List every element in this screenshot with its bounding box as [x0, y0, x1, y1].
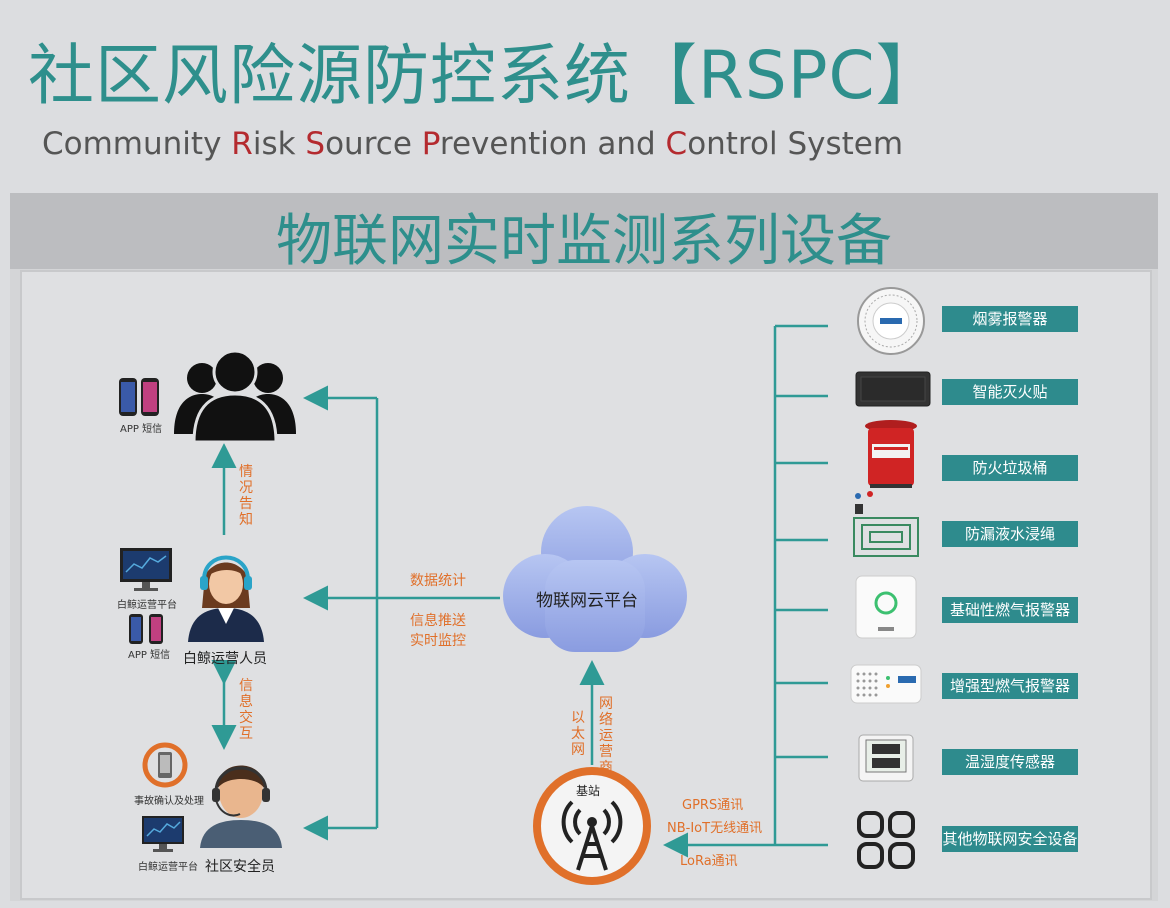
other-devices-icon — [857, 811, 915, 869]
nbiot-label: NB-IoT无线通讯 — [667, 821, 763, 836]
notify-label-char: 知 — [239, 512, 253, 528]
incident-phone-icon — [142, 742, 188, 788]
subtitle-part: S — [305, 126, 326, 162]
subtitle-part: ource — [325, 126, 422, 162]
group-app-caption: APP 短信 — [120, 424, 163, 435]
notify-label-char: 况 — [239, 480, 253, 496]
interact-label-char: 交 — [239, 710, 253, 726]
subtitle-part: isk — [252, 126, 306, 162]
carrier-label-char: 运 — [599, 728, 613, 744]
notify-label-char: 情 — [239, 464, 253, 480]
interact-label-char: 息 — [239, 694, 253, 710]
operator-app-caption: APP 短信 — [128, 650, 171, 661]
fire-extinguishing-patch-icon — [855, 371, 931, 407]
enhanced-gas-alarm-icon — [850, 664, 922, 704]
device-label: 智能灭火贴 — [942, 379, 1078, 405]
device-label: 增强型燃气报警器 — [942, 673, 1078, 699]
base-station-icon — [533, 767, 651, 885]
smoke-detector-icon — [857, 287, 925, 355]
device-label: 温湿度传感器 — [942, 749, 1078, 775]
officer-platform-caption: 白鲸运营平台 — [138, 862, 198, 873]
cloud-label: 物联网云平台 — [536, 591, 638, 611]
ethernet-label-char: 网 — [571, 742, 585, 758]
device-label: 其他物联网安全设备 — [942, 826, 1078, 852]
carrier-label-char: 营 — [599, 744, 613, 760]
subtitle-part: R — [231, 126, 253, 162]
cloud-icon — [503, 506, 687, 652]
device-label: 烟雾报警器 — [942, 306, 1078, 332]
monitor-label: 实时监控 — [410, 633, 466, 649]
ethernet-label-char: 太 — [571, 726, 585, 742]
ethernet-label-char: 以 — [571, 710, 585, 726]
device-label: 防漏液水浸绳 — [942, 521, 1078, 547]
notify-label: 情 况 告 知 — [238, 464, 254, 528]
subtitle-part: revention and — [439, 126, 666, 162]
officer-label: 社区安全员 — [205, 859, 275, 875]
main-title: 社区风险源防控系统【RSPC】 — [28, 37, 943, 114]
leak-rope-icon — [853, 491, 919, 557]
incident-caption: 事故确认及处理 — [134, 796, 204, 807]
subtitle: Community Risk Source Prevention and Con… — [42, 126, 903, 162]
thermo-hygrometer-icon — [858, 734, 914, 782]
subtitle-part: C — [665, 126, 688, 162]
users-group-icon — [174, 349, 296, 444]
fireproof-bin-icon — [865, 420, 917, 488]
basic-gas-alarm-icon — [855, 575, 917, 639]
device-label: 基础性燃气报警器 — [942, 597, 1078, 623]
push-label: 信息推送 — [410, 613, 466, 629]
interact-label-char: 互 — [239, 726, 253, 742]
interact-label: 信 息 交 互 — [238, 678, 254, 742]
gprs-label: GPRS通讯 — [682, 798, 744, 813]
operator-platform-caption: 白鲸运营平台 — [117, 600, 177, 611]
device-label: 防火垃圾桶 — [942, 455, 1078, 481]
phones-icon — [129, 614, 163, 644]
interact-label-char: 信 — [239, 678, 253, 694]
officer-avatar-icon — [200, 765, 282, 848]
base-station-label: 基站 — [576, 784, 601, 798]
monitor-icon — [120, 548, 172, 591]
ethernet-label: 以 太 网 — [570, 710, 586, 758]
monitor-icon — [142, 816, 184, 852]
notify-label-char: 告 — [239, 496, 253, 512]
operator-avatar-icon — [188, 555, 264, 642]
panel-title: 物联网实时监测系列设备 — [276, 209, 892, 274]
carrier-label-char: 络 — [599, 712, 613, 728]
stats-label: 数据统计 — [410, 573, 466, 589]
lora-label: LoRa通讯 — [680, 854, 738, 869]
carrier-label-char: 网 — [599, 696, 613, 712]
operator-label: 白鲸运营人员 — [183, 651, 267, 667]
panel-header — [10, 193, 1158, 269]
subtitle-part: Community — [42, 126, 232, 162]
subtitle-part: P — [421, 126, 440, 162]
subtitle-part: ontrol System — [687, 126, 904, 162]
phones-icon — [119, 378, 159, 416]
